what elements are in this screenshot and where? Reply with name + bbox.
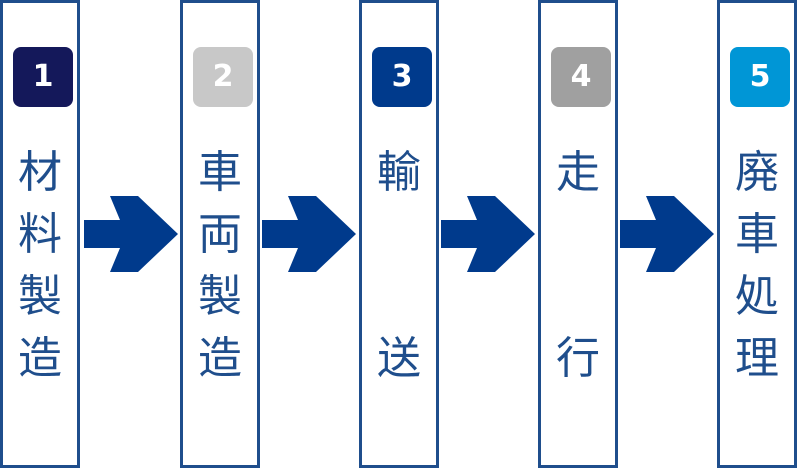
stage-4-number-badge: 4 bbox=[551, 47, 611, 107]
arrow-2-3-icon bbox=[262, 196, 356, 272]
stage-1-char-1: 材 bbox=[18, 147, 62, 198]
stage-5-char-2: 車 bbox=[735, 209, 779, 260]
stage-5-box: 5 廃 車 処 理 bbox=[717, 0, 797, 468]
stage-3-number-badge: 3 bbox=[372, 47, 432, 107]
stage-5-char-1: 廃 bbox=[735, 147, 779, 198]
stage-2-char-3: 製 bbox=[198, 271, 242, 322]
arrow-1-2-icon bbox=[84, 196, 178, 272]
stage-5-char-3: 処 bbox=[735, 271, 779, 322]
stage-4-char-2: 行 bbox=[556, 333, 600, 384]
stage-1-box: 1 材 料 製 造 bbox=[0, 0, 80, 468]
stage-1-char-4: 造 bbox=[18, 333, 62, 384]
stage-2-char-1: 車 bbox=[198, 147, 242, 198]
arrow-3-4-icon bbox=[441, 196, 535, 272]
stage-4-char-1: 走 bbox=[556, 147, 600, 198]
stage-3-char-2: 送 bbox=[377, 333, 421, 384]
stage-1-number-badge: 1 bbox=[13, 47, 73, 107]
stage-2-char-4: 造 bbox=[198, 333, 242, 384]
stage-2-box: 2 車 両 製 造 bbox=[180, 0, 260, 468]
stage-5-number-badge: 5 bbox=[730, 47, 790, 107]
stage-5-char-4: 理 bbox=[735, 333, 779, 384]
arrow-4-5-icon bbox=[620, 196, 714, 272]
stage-1-char-3: 製 bbox=[18, 271, 62, 322]
stage-3-char-1: 輸 bbox=[377, 147, 421, 198]
stage-4-box: 4 走 行 bbox=[538, 0, 618, 468]
stage-3-box: 3 輸 送 bbox=[359, 0, 439, 468]
stage-2-number-badge: 2 bbox=[193, 47, 253, 107]
stage-2-char-2: 両 bbox=[198, 209, 242, 260]
stage-1-char-2: 料 bbox=[18, 209, 62, 260]
